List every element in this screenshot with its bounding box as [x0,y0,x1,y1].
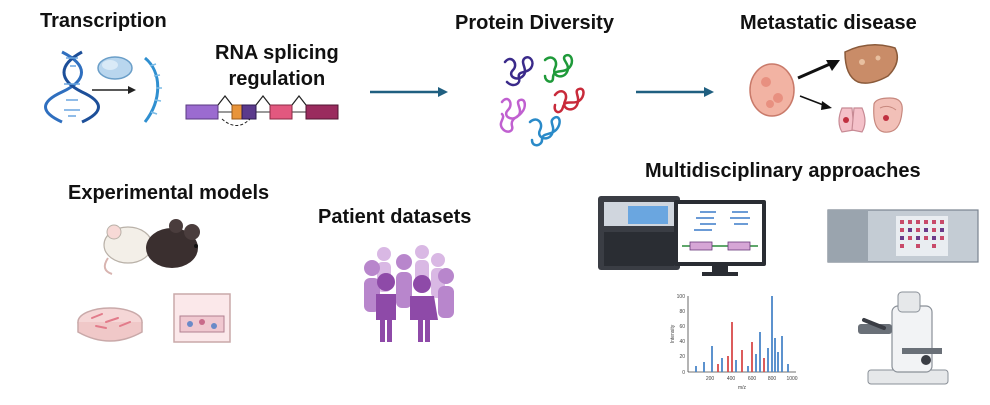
protein-structures-icon [499,53,585,147]
sequencer-icon [598,196,680,270]
label-protein-diversity: Protein Diversity [455,12,614,34]
y-axis-title: Intensity [670,324,676,343]
mass-spectrum-chart: 100 80 60 40 20 0 200 400 600 800 1000 m… [670,294,798,391]
label-transcription: Transcription [40,10,167,32]
x-tick-200: 200 [706,376,715,382]
y-tick-80: 80 [679,309,685,315]
microscope-icon [858,291,949,385]
x-tick-600: 600 [748,376,757,382]
pancreas-tumor-icon [749,63,795,117]
intestine-icon [873,97,903,133]
petri-dish-icon [77,307,143,342]
label-rna-splicing: RNA splicing regulation [215,40,339,92]
x-axis-title: m/z [738,385,747,391]
transwell-icon [173,293,231,343]
x-tick-400: 400 [727,376,736,382]
x-tick-800: 800 [768,376,777,382]
lung-icon [838,107,866,133]
splicing-diagram [185,95,339,126]
label-rna-splicing-line2: regulation [228,68,326,90]
label-patient-datasets: Patient datasets [318,206,472,228]
label-metastatic-disease: Metastatic disease [740,12,917,34]
liver-icon [844,44,899,84]
rna-strand-icon [143,56,162,123]
y-tick-0: 0 [682,370,685,376]
y-tick-100: 100 [677,294,686,300]
y-tick-20: 20 [679,354,685,360]
label-multidisciplinary: Multidisciplinary approaches [645,160,921,182]
dna-icon [44,50,100,124]
label-experimental-models: Experimental models [68,182,270,204]
people-icon [364,245,454,342]
y-tick-60: 60 [679,324,685,330]
x-tick-1000: 1000 [786,376,797,382]
y-tick-40: 40 [679,339,685,345]
rna-polymerase-icon [97,56,133,80]
microarray-slide-icon [827,209,979,263]
label-rna-splicing-line1: RNA splicing [215,42,339,64]
monitor-icon [674,200,766,276]
metastasis-arrow-liver [797,62,831,80]
mouse-icon [103,219,200,275]
